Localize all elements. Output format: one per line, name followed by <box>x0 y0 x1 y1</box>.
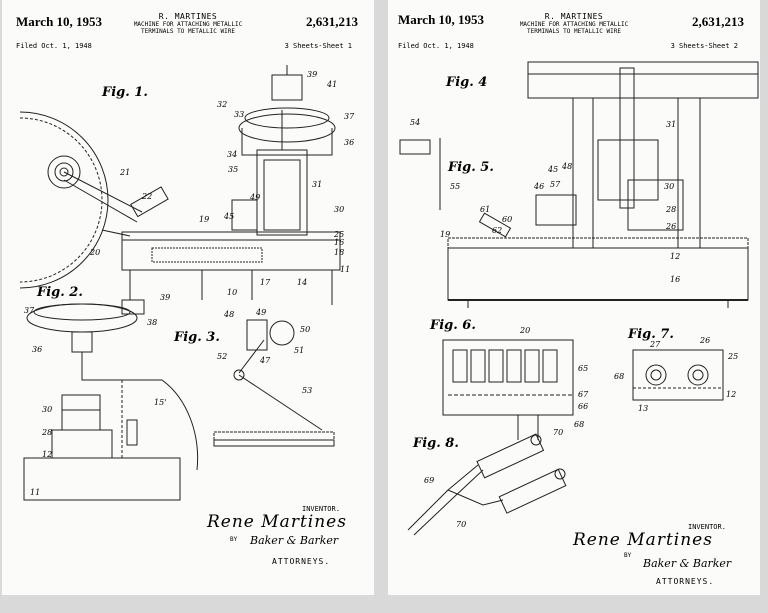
attorney-signature: Baker & Barker <box>250 534 338 547</box>
ref-number: 12 <box>670 252 680 261</box>
ref-number: 26 <box>700 336 710 345</box>
fig-2-label: Fig. 2. <box>37 285 83 300</box>
ref-number: 19 <box>199 215 209 224</box>
ref-number: 70 <box>456 520 466 529</box>
ref-number: 50 <box>300 325 310 334</box>
fig-6-label: Fig. 6. <box>430 318 476 333</box>
ref-number: 70 <box>553 428 563 437</box>
ref-number: 62 <box>492 226 502 235</box>
ref-number: 21 <box>120 168 130 177</box>
ref-number: 65 <box>578 364 588 373</box>
ref-number: 68 <box>614 372 624 381</box>
ref-number: 60 <box>502 215 512 224</box>
ref-number: 20 <box>520 326 530 335</box>
ref-number: 49 <box>256 308 266 317</box>
ref-number: 37 <box>344 112 354 121</box>
fig1-reel-drawing <box>20 112 142 288</box>
sheet-2-drawings <box>388 0 760 595</box>
ref-number: 35 <box>228 165 238 174</box>
ref-number: 16 <box>670 275 680 284</box>
ref-number: 39 <box>160 293 170 302</box>
fig-1-label: Fig. 1. <box>102 85 148 100</box>
ref-number: 30 <box>42 405 52 414</box>
ref-number: 38 <box>147 318 157 327</box>
ref-number: 28 <box>42 428 52 437</box>
ref-number: 12 <box>726 390 736 399</box>
ref-number: 33 <box>234 110 244 119</box>
fig6-drawing <box>443 340 573 440</box>
ref-number: 10 <box>227 288 237 297</box>
attorneys-label: ATTORNEYS. <box>656 577 714 586</box>
attorneys-label: ATTORNEYS. <box>272 557 330 566</box>
ref-number: 51 <box>294 346 304 355</box>
ref-number: 48 <box>224 310 234 319</box>
ref-number: 11 <box>340 265 350 274</box>
ref-number: 36 <box>344 138 354 147</box>
attorney-signature: Baker & Barker <box>643 557 731 570</box>
ref-number: 41 <box>327 80 337 89</box>
ref-number: 16 <box>334 238 344 247</box>
ref-number: 20 <box>90 248 100 257</box>
ref-number: 68 <box>574 420 584 429</box>
ref-number: 13 <box>638 404 648 413</box>
ref-number: 57 <box>550 180 560 189</box>
ref-number: 18 <box>334 248 344 257</box>
ref-number: 36 <box>32 345 42 354</box>
ref-number: 46 <box>534 182 544 191</box>
ref-number: 55 <box>450 182 460 191</box>
inventor-name: Rene Martines <box>573 530 713 550</box>
ref-number: 28 <box>666 205 676 214</box>
ref-number: 37 <box>24 306 34 315</box>
ref-number: 52 <box>217 352 227 361</box>
ref-number: 53 <box>302 386 312 395</box>
ref-number: 12 <box>42 450 52 459</box>
ref-number: 14 <box>297 278 307 287</box>
ref-number: 17 <box>260 278 270 287</box>
fig-8-label: Fig. 8. <box>413 436 459 451</box>
patent-sheet-1: March 10, 1953 R. MARTINES MACHINE FOR A… <box>2 0 374 595</box>
ref-number: 31 <box>312 180 322 189</box>
by-label: BY <box>624 552 631 559</box>
fig-4-label: Fig. 4 <box>446 75 487 90</box>
ref-number: 22 <box>142 192 152 201</box>
ref-number: 48 <box>562 162 572 171</box>
fig3-drawing <box>214 320 334 446</box>
inventor-name: Rene Martines <box>207 512 347 532</box>
ref-number: 61 <box>480 205 490 214</box>
ref-number: 19 <box>440 230 450 239</box>
ref-number: 32 <box>217 100 227 109</box>
fig-5-label: Fig. 5. <box>448 160 494 175</box>
ref-number: 49 <box>250 193 260 202</box>
fig1-machine-drawing <box>122 65 340 305</box>
ref-number: 34 <box>227 150 237 159</box>
fig-3-label: Fig. 3. <box>174 330 220 345</box>
ref-number: 26 <box>666 222 676 231</box>
ref-number: 47 <box>260 356 270 365</box>
fig7-drawing <box>633 350 723 400</box>
by-label: BY <box>230 536 237 543</box>
ref-number: 11 <box>30 488 40 497</box>
ref-number: 69 <box>424 476 434 485</box>
ref-number: 25 <box>728 352 738 361</box>
ref-number: 27 <box>650 340 660 349</box>
ref-number: 30 <box>664 182 674 191</box>
patent-sheet-2: March 10, 1953 R. MARTINES MACHINE FOR A… <box>388 0 760 595</box>
ref-number: 67 <box>578 390 588 399</box>
ref-number: 39 <box>307 70 317 79</box>
fig2-drawing <box>24 300 198 500</box>
ref-number: 31 <box>666 120 676 129</box>
ref-number: 66 <box>578 402 588 411</box>
ref-number: 54 <box>410 118 420 127</box>
ref-number: 30 <box>334 205 344 214</box>
ref-number: 15' <box>154 398 166 407</box>
ref-number: 45 <box>224 212 234 221</box>
ref-number: 45 <box>548 165 558 174</box>
